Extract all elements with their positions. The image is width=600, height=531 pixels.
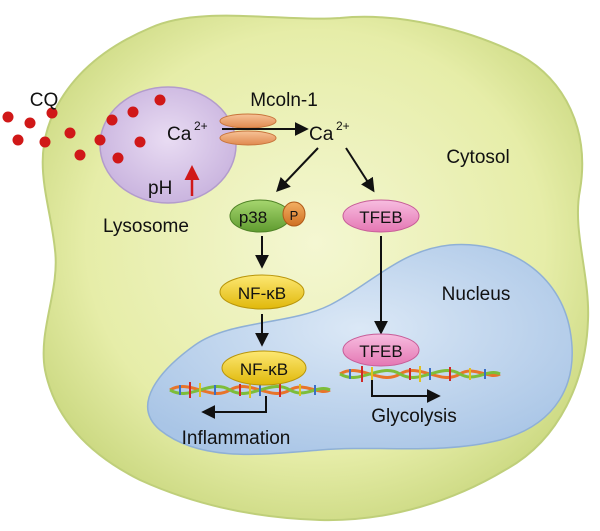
p38-label: p38 (239, 208, 267, 227)
glycolysis-label: Glycolysis (371, 406, 457, 427)
tfeb-nuclear-label: TFEB (359, 342, 402, 361)
nucleus-label: Nucleus (442, 284, 511, 305)
lysosomal-calcium-label: Ca 2+ (167, 119, 208, 145)
cq-dots (2, 94, 166, 164)
lysosome-label: Lysosome (103, 216, 189, 237)
mcoln1-channel (219, 113, 277, 146)
mcoln1-label: Mcoln-1 (250, 90, 318, 111)
arrow-glycolysis-transcription (371, 380, 441, 403)
nfkb-cytosol-node: NF-κB (219, 274, 305, 310)
nfkb-nuclear-label: NF-κB (240, 360, 288, 379)
arrow-ca-to-tfeb (345, 147, 375, 193)
lysosomal-ca-charge: 2+ (194, 119, 208, 133)
tfeb-cytosol-label: TFEB (359, 208, 402, 227)
cytosolic-calcium-label: Ca 2+ (309, 119, 350, 145)
arrow-inflammation-transcription (201, 396, 267, 419)
cq-label: CQ (30, 90, 59, 111)
nfkb-nuclear-node: NF-κB (221, 350, 307, 386)
cytosolic-ca-charge: 2+ (336, 119, 350, 133)
cytosolic-ca-text: Ca (309, 124, 334, 145)
tfeb-nuclear-node: TFEB (342, 333, 420, 367)
cytosol-label: Cytosol (446, 147, 509, 168)
phospho-label: P (290, 208, 299, 223)
p38-node: p38 P (229, 199, 306, 233)
tfeb-cytosol-node: TFEB (342, 199, 420, 233)
lysosomal-ca-text: Ca (167, 124, 192, 145)
arrow-ca-to-p38 (276, 147, 319, 193)
phospho-badge (282, 201, 306, 227)
dna-helix-right-icon (339, 366, 501, 382)
nfkb-cytosol-label: NF-κB (238, 284, 286, 303)
inflammation-label: Inflammation (182, 428, 291, 449)
ph-label: pH (148, 178, 172, 199)
dna-helix-left-icon (169, 382, 331, 398)
